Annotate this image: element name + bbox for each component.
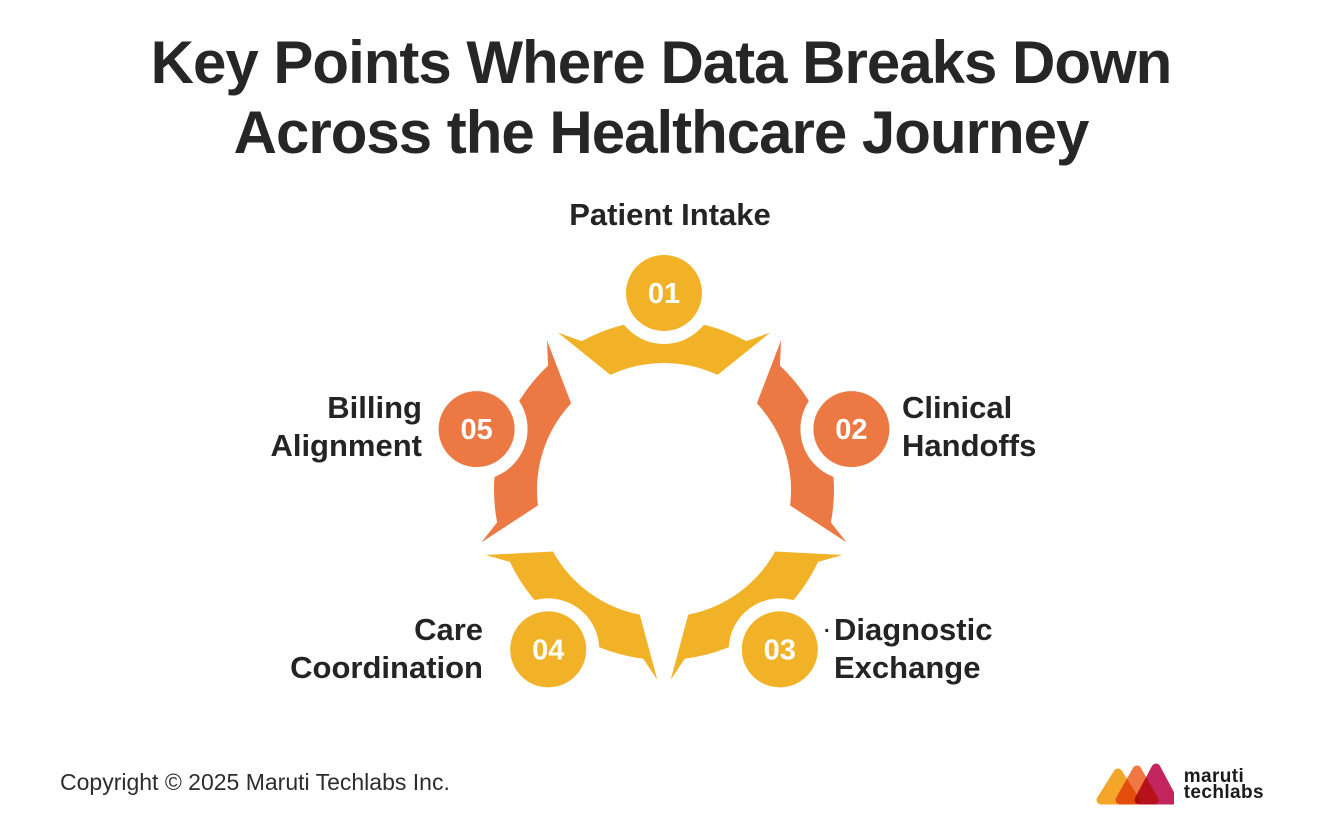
page-title-line1: Key Points Where Data Breaks Down [150,29,1173,96]
step-circle-01 [626,255,702,331]
step-number-02: 02 [835,414,867,446]
step-circle-05 [438,391,515,468]
step-label-diagnostic-exchange: Diagnostic Exchange [834,612,993,685]
logo-wordmark: maruti techlabs [1183,766,1264,803]
ring-segment-05 [481,340,572,543]
step-circle-03 [741,611,818,688]
step-label-patient-intake: Patient Intake [569,197,771,232]
logo-mark-icon [1096,763,1174,805]
ring-segment-01 [557,319,771,375]
step-circle-02 [813,391,890,468]
logo-wordmark-line1: maruti [1183,766,1245,787]
step-number-03: 03 [764,634,796,666]
maruti-techlabs-logo: maruti techlabs [1096,760,1264,810]
stray-period: . [824,615,830,637]
page-title: Key Points Where Data Breaks Down Across… [0,28,1322,168]
ring-segment-02 [756,340,847,543]
page-title-line2: Across the Healthcare Journey [233,99,1090,167]
step-label-care-coordination: Care Coordination [290,612,483,685]
step-circle-04 [510,611,587,688]
step-label-billing-alignment: Billing Alignment [270,390,422,463]
step-number-04: 04 [532,634,564,666]
copyright-text: Copyright © 2025 Maruti Techlabs Inc. [60,769,450,795]
step-number-01: 01 [648,278,680,310]
step-number-05: 05 [460,414,492,446]
logo-wordmark-line2: techlabs [1183,782,1264,803]
step-label-clinical-handoffs: Clinical Handoffs [902,390,1037,463]
